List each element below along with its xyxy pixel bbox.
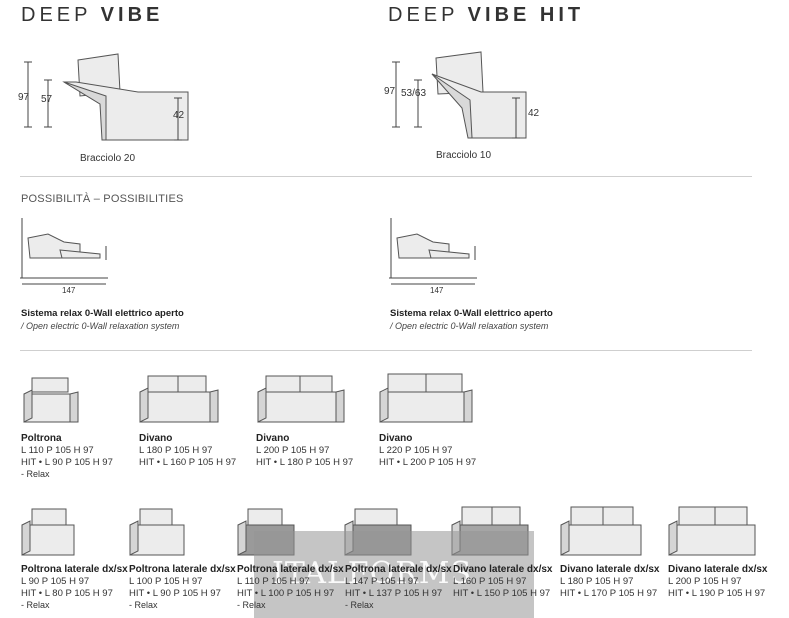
divider bbox=[20, 350, 752, 351]
product-name: Divano laterale dx/sx bbox=[668, 564, 768, 575]
product-dims: L 147 P 105 H 97 bbox=[345, 576, 419, 587]
divano-200-drawing bbox=[257, 375, 345, 423]
product-poltrona: Poltrona L 110 P 105 H 97 HIT • L 90 P 1… bbox=[21, 433, 131, 480]
product-dims: L 200 P 105 H 97 bbox=[668, 576, 742, 587]
product-dims-hit: HIT • L 137 P 105 H 97 bbox=[345, 588, 443, 599]
watermark-overlay bbox=[254, 531, 534, 618]
product-name: Divano bbox=[379, 433, 413, 444]
model-title-light: DEEP bbox=[388, 4, 459, 26]
product-dims-hit: HIT • L 180 P 105 H 97 bbox=[256, 457, 354, 468]
product-poltrona-laterale: Poltrona laterale dx/sx L 147 P 105 H 97… bbox=[345, 564, 455, 611]
product-dims: L 220 P 105 H 97 bbox=[379, 445, 453, 456]
product-divano: Divano L 220 P 105 H 97 HIT • L 200 P 10… bbox=[379, 433, 489, 469]
divano-180-drawing bbox=[139, 375, 219, 423]
product-poltrona-laterale: Poltrona laterale dx/sx L 110 P 105 H 97… bbox=[237, 564, 347, 611]
model-title-bold: VIBE bbox=[100, 4, 164, 26]
product-name: Divano bbox=[256, 433, 290, 444]
divider bbox=[20, 176, 752, 177]
product-dims: L 200 P 105 H 97 bbox=[256, 445, 330, 456]
product-name: Divano laterale dx/sx bbox=[453, 564, 553, 575]
product-note: - Relax bbox=[345, 600, 374, 610]
product-divano-laterale: Divano laterale dx/sx L 200 P 105 H 97 H… bbox=[668, 564, 778, 600]
product-note: - Relax bbox=[237, 600, 266, 610]
armrest-caption: Bracciolo 20 bbox=[80, 153, 136, 164]
product-name: Poltrona laterale dx/sx bbox=[237, 564, 344, 575]
product-dims: L 110 P 105 H 97 bbox=[21, 445, 94, 456]
relax-system-drawing bbox=[389, 218, 477, 285]
seat-height-dimension: 42 bbox=[173, 110, 185, 121]
product-divano: Divano L 180 P 105 H 97 HIT • L 160 P 10… bbox=[139, 433, 249, 469]
product-note: - Relax bbox=[21, 600, 50, 610]
product-name: Poltrona bbox=[21, 433, 62, 444]
model-title-deep-vibe: DEEP VIBE bbox=[21, 4, 163, 27]
product-dims: L 90 P 105 H 97 bbox=[21, 576, 90, 587]
poltrona-laterale-90-drawing bbox=[21, 508, 75, 556]
relax-length-dimension: 147 bbox=[62, 286, 76, 295]
product-poltrona-laterale: Poltrona laterale dx/sx L 90 P 105 H 97 … bbox=[21, 564, 131, 611]
relax-system-sub: / Open electric 0-Wall relaxation system bbox=[21, 321, 180, 331]
divano-laterale-180-drawing bbox=[560, 506, 642, 556]
possibilities-title: POSSIBILITÀ – POSSIBILITIES bbox=[21, 193, 184, 205]
product-name: Poltrona laterale dx/sx bbox=[129, 564, 236, 575]
product-dims-hit: HIT • L 150 P 105 H 97 bbox=[453, 588, 551, 599]
armrest-caption: Bracciolo 10 bbox=[436, 150, 492, 161]
relax-system-label: Sistema relax 0-Wall elettrico aperto bbox=[21, 308, 184, 319]
poltrona-drawing bbox=[23, 377, 79, 423]
product-dims-hit: HIT • L 160 P 105 H 97 bbox=[139, 457, 237, 468]
seat-back-dimension: 57 bbox=[41, 94, 53, 105]
product-dims-hit: HIT • L 190 P 105 H 97 bbox=[668, 588, 766, 599]
product-divano: Divano L 200 P 105 H 97 HIT • L 180 P 10… bbox=[256, 433, 366, 469]
product-name: Poltrona laterale dx/sx bbox=[21, 564, 128, 575]
product-name: Poltrona laterale dx/sx bbox=[345, 564, 452, 575]
relax-system-sub: / Open electric 0-Wall relaxation system bbox=[390, 321, 549, 331]
product-dims-hit: HIT • L 200 P 105 H 97 bbox=[379, 457, 477, 468]
product-divano-laterale: Divano laterale dx/sx L 180 P 105 H 97 H… bbox=[560, 564, 670, 600]
relax-system-label: Sistema relax 0-Wall elettrico aperto bbox=[390, 308, 553, 319]
product-dims: L 180 P 105 H 97 bbox=[560, 576, 634, 587]
product-note: - Relax bbox=[21, 469, 50, 479]
relax-system-drawing bbox=[20, 218, 108, 285]
seat-height-dimension: 42 bbox=[528, 108, 540, 119]
deep-vibe-hit-side-drawing bbox=[392, 51, 527, 139]
product-dims-hit: HIT • L 100 P 105 H 97 bbox=[237, 588, 335, 599]
seat-back-dimension: 53/63 bbox=[401, 88, 427, 99]
model-title-light: DEEP bbox=[21, 4, 92, 26]
model-title-deep-vibe-hit: DEEP VIBE HIT bbox=[388, 4, 584, 27]
product-name: Divano bbox=[139, 433, 173, 444]
watermark-text: ITALFORMS bbox=[272, 556, 473, 591]
product-dims-hit: HIT • L 80 P 105 H 97 bbox=[21, 588, 113, 599]
divano-laterale-200-drawing bbox=[668, 506, 756, 556]
height-dimension: 97 bbox=[384, 86, 396, 97]
product-dims: L 180 P 105 H 97 bbox=[139, 445, 213, 456]
product-dims-hit: HIT • L 90 P 105 H 97 bbox=[129, 588, 221, 599]
product-dims-hit: HIT • L 90 P 105 H 97 bbox=[21, 457, 113, 468]
product-dims: L 100 P 105 H 97 bbox=[129, 576, 203, 587]
product-dims: L 160 P 105 H 97 bbox=[453, 576, 527, 587]
product-dims-hit: HIT • L 170 P 105 H 97 bbox=[560, 588, 658, 599]
divano-220-drawing bbox=[379, 373, 473, 423]
model-title-bold: VIBE HIT bbox=[467, 4, 585, 26]
relax-length-dimension: 147 bbox=[430, 286, 444, 295]
height-dimension: 97 bbox=[18, 92, 30, 103]
product-dims: L 110 P 105 H 97 bbox=[237, 576, 310, 587]
product-note: - Relax bbox=[129, 600, 158, 610]
deep-vibe-side-drawing bbox=[24, 53, 189, 141]
poltrona-laterale-100-drawing bbox=[129, 508, 185, 556]
product-poltrona-laterale: Poltrona laterale dx/sx L 100 P 105 H 97… bbox=[129, 564, 239, 611]
product-name: Divano laterale dx/sx bbox=[560, 564, 660, 575]
product-divano-laterale: Divano laterale dx/sx L 160 P 105 H 97 H… bbox=[453, 564, 563, 600]
